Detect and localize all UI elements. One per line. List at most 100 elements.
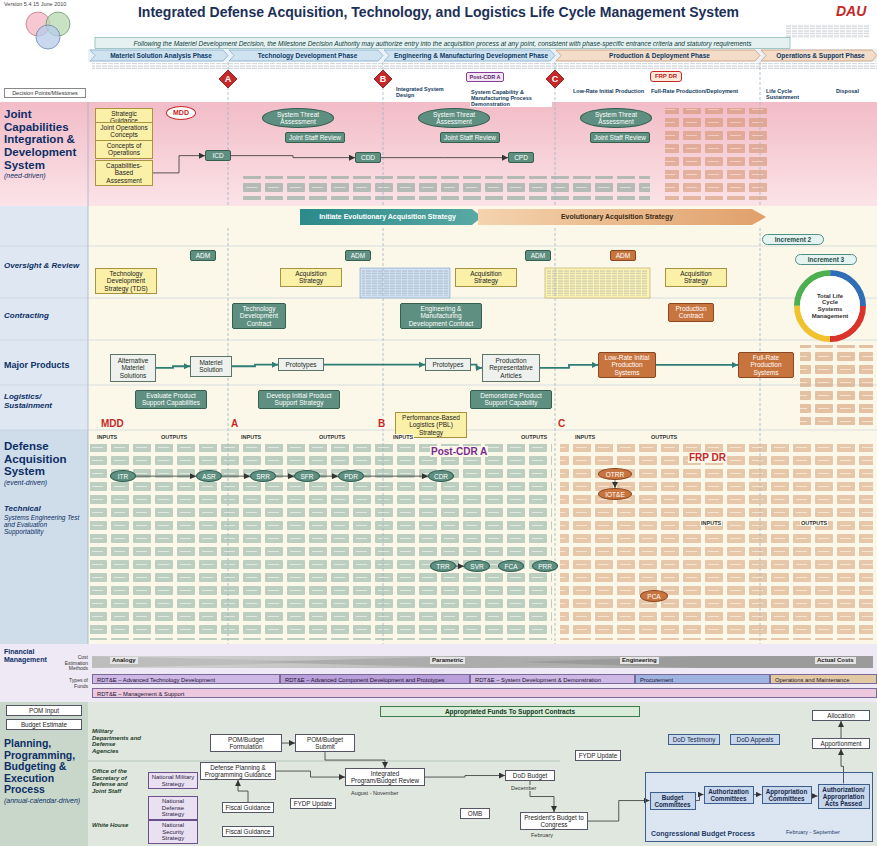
flow-arrow [656,364,738,366]
acronym-table [360,268,450,298]
technical-review: OTRR [598,468,632,480]
life-cycle-ring [797,273,863,339]
phase-header: Operations & Support Phase [760,50,877,61]
io-header: INPUTS [700,520,722,526]
document-box: ICD [205,150,231,161]
assessment-oval: System Threat Assessment [580,108,652,128]
node-text: C [552,74,559,84]
guidance-box: Concepts of Operations [95,140,153,159]
phase-chevron [761,50,877,61]
contract-box: Technology Development Contract [232,303,286,329]
node-text: RDT&E – System Development & Demonstrati… [475,677,630,683]
technical-review: SRR [250,470,276,482]
review-box: Joint Staff Review [590,132,650,143]
product-box: Prototypes [425,358,471,371]
node-text: POM/Budget Submit [298,736,352,750]
technical-review: PRR [532,560,558,572]
diamond-shape [546,70,564,88]
node-text: Procurement [640,677,765,683]
document-box: CDD [355,152,381,163]
diamond-shape [219,70,237,88]
review-box: Joint Staff Review [285,132,345,143]
fine-print [547,270,648,296]
cost-wedge [250,656,700,668]
review-box: Post-CDR A [466,72,504,82]
node-text: Post-CDR A [469,74,501,80]
process-box: Integrated Program/Budget Review [345,768,425,786]
sub-row-label: Cost Estimation Methods [54,655,88,672]
node-text: B [380,74,387,84]
node-text: (need-driven) [4,172,86,180]
fine-print [785,24,869,38]
node-text: SFR [299,473,315,480]
support-box: Evaluate Product Support Capabilities [135,390,207,409]
node-text: PDR [343,473,359,480]
version-note: Version 5.4 15 June 2010 [4,1,66,7]
node-text: White House [92,822,142,829]
node-text: FYDP Update [578,752,618,759]
cost-wedge [520,656,873,668]
flow-arrow [841,749,844,783]
node-text: Operations & Support Phase [768,52,873,59]
node-text: Evaluate Product Support Capabilities [138,392,204,407]
process-box: DoD Appeals [730,734,780,745]
node-text: Total Life Cycle Systems Management [809,293,851,320]
committee-box: Authorization/ Appropriation Acts Passed [818,784,870,809]
node-text: DoD Appeals [733,736,777,743]
process-box: DoD Budget [505,770,555,781]
node-text: Systems Engineering Test and Evaluation … [4,514,86,536]
milestone-letter: B [377,418,386,429]
subphase-label: Life Cycle Sustainment [765,88,827,100]
row-rule [88,761,560,762]
decision-memo: ADM [190,250,216,261]
life-cycle-ring [797,273,863,339]
node-text: Joint Capabilities Integration & Develop… [4,108,86,171]
io-header: OUTPUTS [160,434,188,440]
product-box: Materiel Solution [190,356,232,377]
phase-boundary [383,228,384,644]
jcids-band [0,102,877,206]
support-box: Demonstrate Product Support Capability [470,390,552,409]
detail-cluster [240,176,650,200]
node-text: (annual-calendar-driven) [4,797,86,805]
technical-review: SVR [464,560,490,572]
node-text: ICD [208,152,228,159]
strategy-arrow-shape [478,209,766,225]
node-text: FYDP Update [293,800,333,807]
node-text: Demonstrate Product Support Capability [473,392,549,407]
ppbe-ground [0,702,877,846]
strategy-box: Acquisition Strategy [280,268,342,287]
decision-box: FRP DR [650,71,682,82]
node-text: CDR [433,473,449,480]
cost-method-bar [92,656,873,668]
increment-box: Increment 2 [762,234,824,245]
cost-method: Engineering [620,657,659,664]
flow-arrow [615,480,616,488]
node-text: CDD [358,154,378,161]
subphase-label: Full-Rate Production/Deployment [650,88,752,94]
node-text: FRP DR [653,73,679,80]
strategy-box: National Defense Strategy [148,796,198,820]
io-header: INPUTS [96,434,118,440]
node-text: ADM [528,252,548,259]
milestone-oval: MDD [166,106,196,120]
process-box: POM/Budget Submit [295,734,355,752]
process-box: POM/Budget Formulation [210,734,282,752]
diamond-shape [374,70,392,88]
io-header: OUTPUTS [318,434,346,440]
row-rule [0,385,877,386]
milestone-diamond: B [374,70,392,88]
venn-circle [36,25,60,49]
node-text: POM/Budget Formulation [213,736,279,750]
process-box: Allocation [812,710,870,721]
node-text: Financial Management [4,648,54,664]
row-header: Joint Capabilities Integration & Develop… [4,108,86,180]
sub-row-label: Types of Funds [54,678,88,689]
node-text: Engineering & Manufacturing Development … [391,52,551,59]
org-label: Military Departments and Defense Agencie… [92,728,142,755]
product-box: Alternative Materiel Solutions [110,354,156,382]
row-header: Major Products [4,360,86,370]
milestone-diamond: C [546,70,564,88]
phase-header: Production & Deployment Phase [555,50,760,61]
